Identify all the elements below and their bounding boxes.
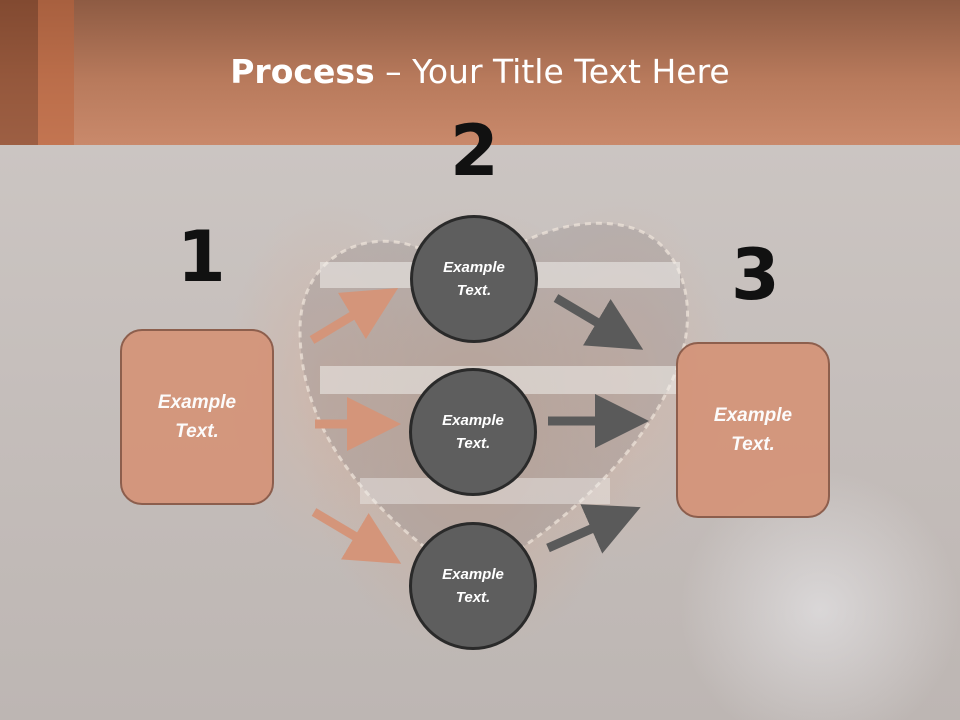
arrow-left-down xyxy=(311,508,402,564)
step-number-1: 1 xyxy=(177,216,226,298)
title-rest: – Your Title Text Here xyxy=(374,52,730,91)
header-accent-stripe xyxy=(38,0,74,145)
header-band xyxy=(0,0,960,145)
circle-middle-line1: Example xyxy=(442,412,504,429)
circle-middle-line2: Text. xyxy=(455,435,491,452)
title-bold: Process xyxy=(230,52,375,91)
arrow-left-up xyxy=(309,288,399,344)
circle-bottom-line2: Text. xyxy=(455,589,491,606)
step-number-3: 3 xyxy=(731,234,780,316)
circle-top-line1: Example xyxy=(443,259,505,276)
circle-bottom[interactable]: Example Text. xyxy=(409,522,537,650)
circle-top[interactable]: Example Text. xyxy=(410,215,538,343)
right-box-line1: Example xyxy=(713,405,793,426)
right-text-box[interactable]: Example Text. xyxy=(676,342,830,518)
left-text-box[interactable]: Example Text. xyxy=(120,329,274,505)
step-number-2: 2 xyxy=(450,110,499,192)
circle-middle[interactable]: Example Text. xyxy=(409,368,537,496)
slide-title[interactable]: Process – Your Title Text Here xyxy=(0,52,960,91)
circle-bottom-line1: Example xyxy=(442,566,504,583)
left-box-line2: Text. xyxy=(175,421,219,442)
arrow-right-up xyxy=(546,504,641,554)
header-accent-stripe xyxy=(0,0,38,145)
left-box-line1: Example xyxy=(157,392,237,413)
arrow-right-down xyxy=(553,294,644,350)
right-box-line2: Text. xyxy=(731,434,775,455)
circle-top-line2: Text. xyxy=(456,282,492,299)
